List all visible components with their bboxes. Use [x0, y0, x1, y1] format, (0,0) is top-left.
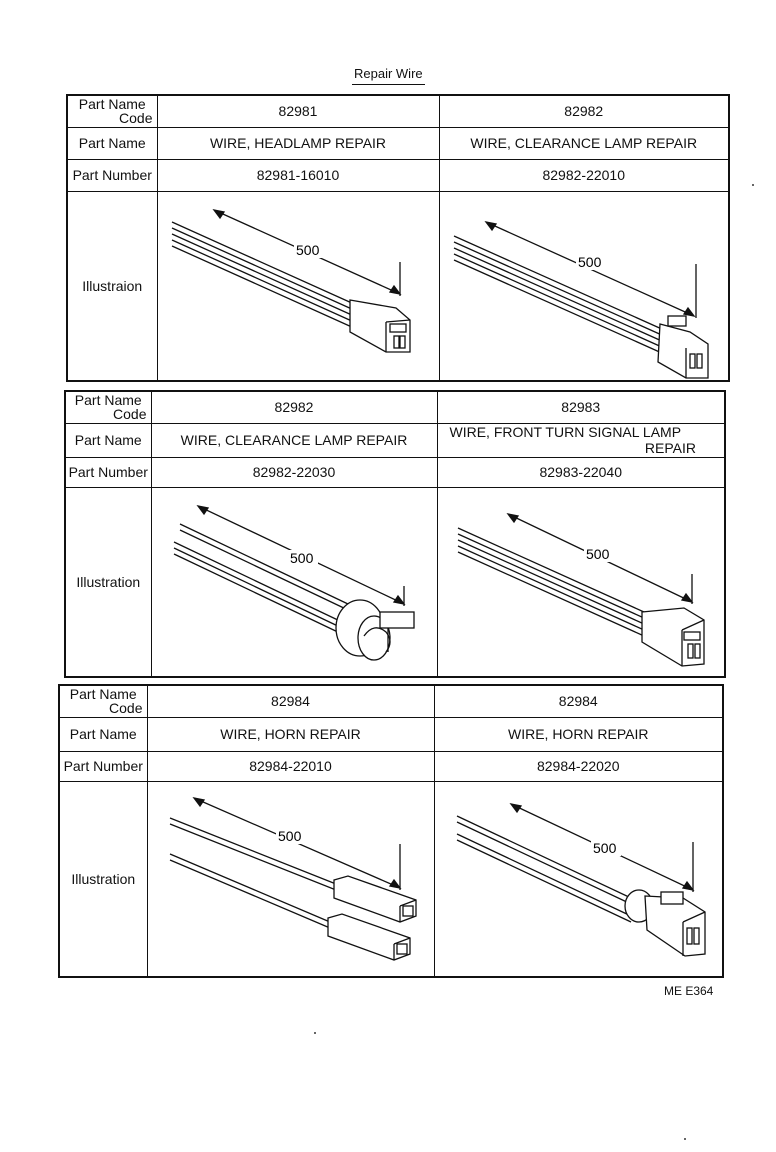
- part-number: 82983-22040: [436, 456, 726, 488]
- part-code: 82984: [433, 684, 724, 718]
- front-turn-signal-wire-illustration: 500: [457, 512, 705, 667]
- label-line-2: Code: [109, 700, 143, 717]
- part-code: 82982: [438, 94, 730, 128]
- illustration-cell: 500: [156, 190, 440, 382]
- label-part-name-code: Part Name Code: [58, 684, 148, 718]
- part-number: 82981-16010: [156, 158, 440, 192]
- illustration-cell: 500: [150, 486, 438, 678]
- parts-table-2: Part Name Code 82982 82983 Part Name WIR…: [64, 390, 726, 678]
- part-number: 82982-22010: [438, 158, 730, 192]
- part-name-line-2: REPAIR: [644, 440, 696, 456]
- illustration-cell: 500: [436, 486, 726, 678]
- label-part-number: Part Number: [66, 158, 158, 192]
- scan-speck: [314, 1032, 316, 1034]
- label-line-1: Part Name: [74, 392, 142, 409]
- label-illustration: Illustration: [58, 780, 148, 978]
- figure-code: ME E364: [664, 984, 714, 998]
- part-number: 82984-22010: [146, 750, 435, 782]
- label-line-1: Part Name: [78, 96, 146, 113]
- horn-wire-illustration-a: 500: [169, 796, 417, 961]
- dimension-label: 500: [593, 840, 617, 856]
- part-number: 82984-22020: [433, 750, 724, 782]
- label-part-name-code: Part Name Code: [66, 94, 158, 128]
- part-number: 82982-22030: [150, 456, 438, 488]
- part-name: WIRE, CLEARANCE LAMP REPAIR: [150, 422, 438, 458]
- page-title: Repair Wire: [352, 66, 425, 85]
- part-name-line-1: WIRE, FRONT TURN SIGNAL LAMP: [449, 424, 682, 440]
- part-code: 82981: [156, 94, 440, 128]
- label-illustration: Illustraion: [66, 190, 158, 382]
- scan-speck: [684, 1138, 686, 1140]
- label-part-name-code: Part Name Code: [64, 390, 152, 424]
- clearance-lamp-wire-illustration: 500: [453, 220, 709, 379]
- dimension-label: 500: [296, 242, 320, 258]
- part-code: 82984: [146, 684, 435, 718]
- part-name: WIRE, CLEARANCE LAMP REPAIR: [438, 126, 730, 160]
- part-name: WIRE, FRONT TURN SIGNAL LAMP REPAIR: [436, 422, 726, 458]
- parts-table-3: Part Name Code 82984 82984 Part Name WIR…: [58, 684, 724, 978]
- label-line-2: Code: [113, 406, 147, 423]
- dimension-label: 500: [578, 254, 602, 270]
- horn-wire-illustration-b: 500: [456, 802, 706, 957]
- label-line-2: Code: [119, 110, 153, 127]
- illustration-cell: 500: [433, 780, 724, 978]
- illustration-cell: 500: [146, 780, 435, 978]
- clearance-lamp-socket-wire-illustration: 500: [173, 504, 415, 661]
- part-code: 82982: [150, 390, 438, 424]
- dimension-label: 500: [278, 828, 302, 844]
- dimension-label: 500: [290, 550, 314, 566]
- label-part-name: Part Name: [66, 126, 158, 160]
- label-part-name: Part Name: [58, 716, 148, 752]
- label-part-name: Part Name: [64, 422, 152, 458]
- scan-speck: [752, 184, 754, 186]
- dimension-label: 500: [586, 546, 610, 562]
- part-name: WIRE, HEADLAMP REPAIR: [156, 126, 440, 160]
- label-illustration: Illustration: [64, 486, 152, 678]
- label-part-number: Part Number: [64, 456, 152, 488]
- part-name: WIRE, HORN REPAIR: [146, 716, 435, 752]
- headlamp-wire-illustration: 500: [171, 208, 411, 353]
- illustration-cell: 500: [438, 190, 730, 382]
- label-part-number: Part Number: [58, 750, 148, 782]
- label-line-1: Part Name: [69, 686, 137, 703]
- part-code: 82983: [436, 390, 726, 424]
- part-name: WIRE, HORN REPAIR: [433, 716, 724, 752]
- parts-table-1: Part Name Code 82981 82982 Part Name WIR…: [66, 94, 730, 382]
